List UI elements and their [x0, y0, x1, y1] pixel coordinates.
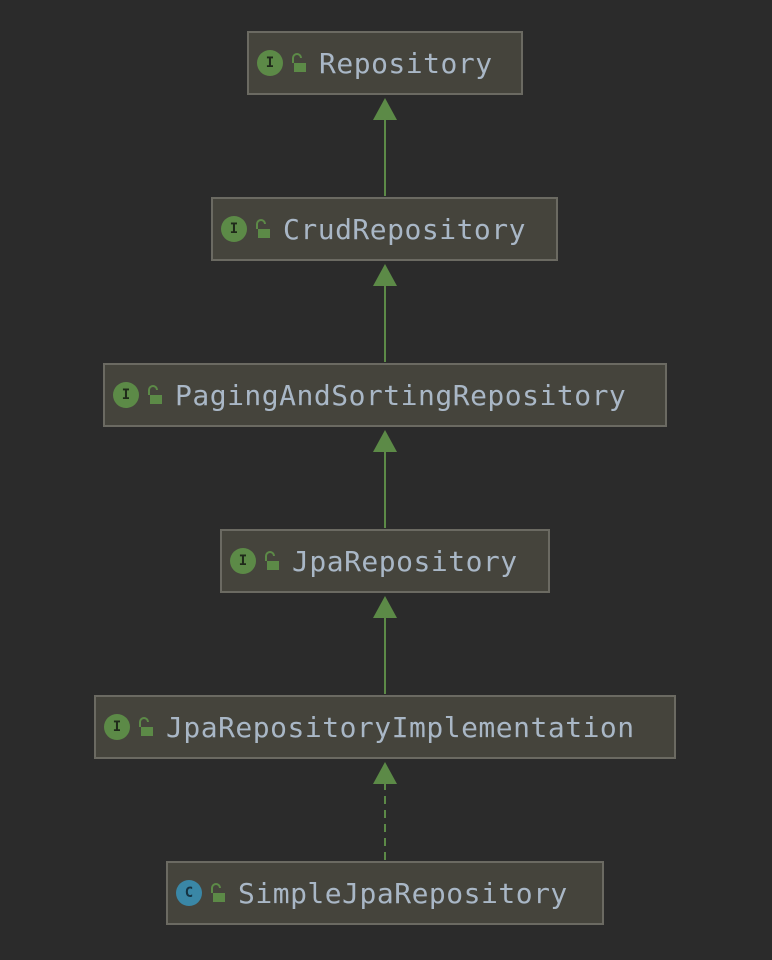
edge-crud-to-repository — [373, 98, 397, 196]
node-label: PagingAndSortingRepository — [175, 378, 627, 412]
edge-paging-to-crud — [373, 264, 397, 362]
interface-badge-icon: I — [113, 382, 139, 408]
node-label: SimpleJpaRepository — [238, 876, 568, 910]
node-label: CrudRepository — [283, 212, 527, 246]
node-label: JpaRepositoryImplementation — [166, 710, 635, 744]
edge-simple-to-jpaimpl — [373, 762, 397, 860]
interface-badge-icon: I — [257, 50, 283, 76]
open-lock-icon — [265, 551, 279, 570]
class-badge-icon: C — [176, 880, 202, 906]
node-label: Repository — [319, 46, 493, 80]
node-paging-and-sorting-repository[interactable]: I PagingAndSortingRepository — [103, 363, 667, 427]
node-simple-jpa-repository[interactable]: C SimpleJpaRepository — [166, 861, 604, 925]
node-jpa-repository[interactable]: I JpaRepository — [220, 529, 550, 593]
node-label: JpaRepository — [292, 544, 518, 578]
interface-badge-icon: I — [104, 714, 130, 740]
interface-badge-icon: I — [230, 548, 256, 574]
node-crud-repository[interactable]: I CrudRepository — [211, 197, 558, 261]
interface-badge-icon: I — [221, 216, 247, 242]
open-lock-icon — [292, 53, 306, 72]
edge-jpaimpl-to-jpa — [373, 596, 397, 694]
open-lock-icon — [256, 219, 270, 238]
open-lock-icon — [211, 883, 225, 902]
open-lock-icon — [148, 385, 162, 404]
edge-jpa-to-paging — [373, 430, 397, 528]
node-jpa-repository-implementation[interactable]: I JpaRepositoryImplementation — [94, 695, 676, 759]
open-lock-icon — [139, 717, 153, 736]
node-repository[interactable]: I Repository — [247, 31, 523, 95]
